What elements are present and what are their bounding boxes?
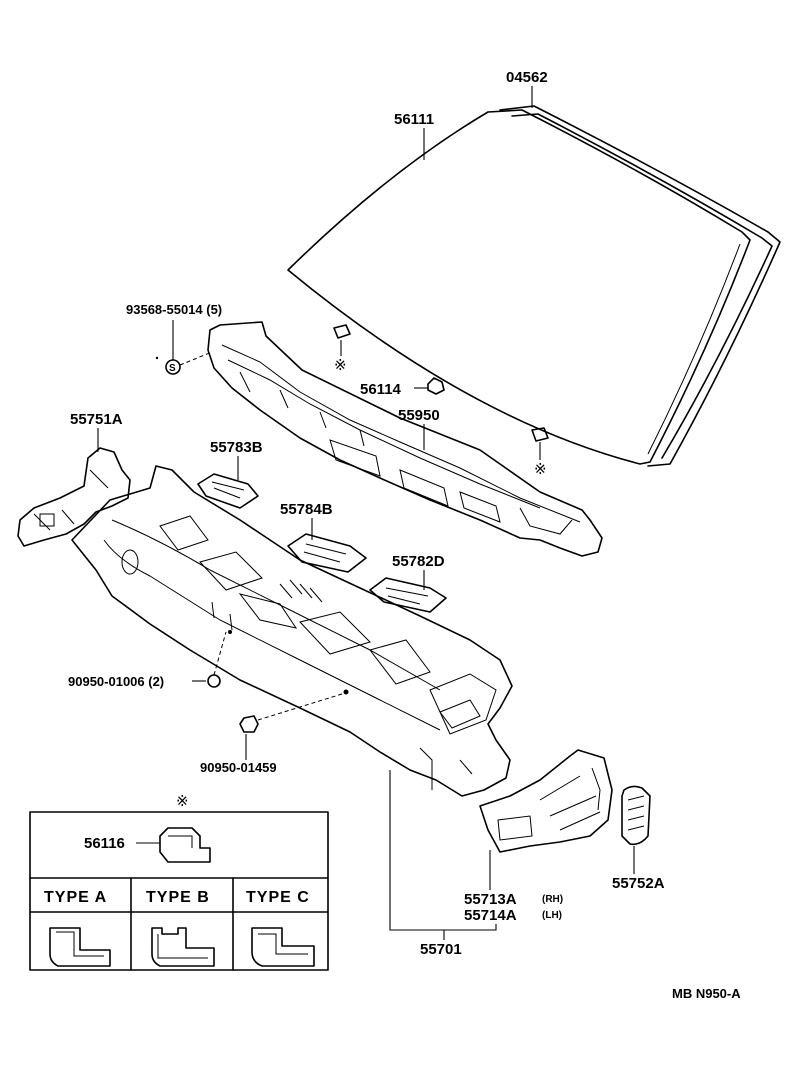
label-55714a: 55714A <box>464 907 517 924</box>
type-a-shape <box>49 927 111 967</box>
reference-mark-1: ※ <box>334 356 347 374</box>
label-55784b: 55784B <box>280 501 333 518</box>
diagram-code: MB N950-A <box>672 986 741 1001</box>
label-56116: 56116 <box>84 835 125 852</box>
spacer-56116-part <box>159 827 211 863</box>
label-93568: 93568-55014 (5) <box>126 302 222 317</box>
windshield-glass <box>287 105 781 467</box>
dash-panel <box>71 465 513 797</box>
label-90950-01459: 90950-01459 <box>200 760 277 775</box>
label-55714a-note: (LH) <box>542 910 562 921</box>
cowl-top-panel <box>207 321 603 557</box>
pad-55782d <box>369 577 447 613</box>
pad-55783b <box>197 473 259 509</box>
clip-bolt-symbol: S <box>169 363 176 374</box>
type-a-label: TYPE A <box>44 889 107 906</box>
label-90950-01006: 90950-01006 (2) <box>68 674 164 689</box>
label-55701: 55701 <box>420 941 462 958</box>
type-c-label: TYPE C <box>246 889 310 906</box>
clip-56114-parts <box>333 324 549 442</box>
label-55713a: 55713A <box>464 891 517 908</box>
label-56114: 56114 <box>360 381 402 398</box>
bracket-right <box>479 749 613 853</box>
reference-mark-3: ※ <box>176 792 189 810</box>
type-legend-box: 56116 TYPE A TYPE B TYPE C <box>29 811 329 971</box>
bracket-left <box>17 447 131 547</box>
leader-lines <box>97 86 635 940</box>
insulator-right <box>621 785 651 846</box>
type-c-shape <box>251 927 315 967</box>
type-b-label: TYPE B <box>146 889 210 906</box>
label-04562: 04562 <box>506 69 548 86</box>
plug-90950-01459 <box>239 693 343 733</box>
label-55751a: 55751A <box>70 411 123 428</box>
plug-90950-01006 <box>207 631 227 688</box>
pad-55784b <box>287 533 367 573</box>
type-b-shape <box>151 927 215 967</box>
label-55713a-note: (RH) <box>542 894 563 905</box>
label-56111: 56111 <box>394 111 434 128</box>
label-55782d: 55782D <box>392 553 445 570</box>
reference-mark-2: ※ <box>534 460 547 478</box>
clip-bolt-marker: S <box>155 351 213 375</box>
label-55783b: 55783B <box>210 439 263 456</box>
label-55752a: 55752A <box>612 875 665 892</box>
label-55950: 55950 <box>398 407 440 424</box>
